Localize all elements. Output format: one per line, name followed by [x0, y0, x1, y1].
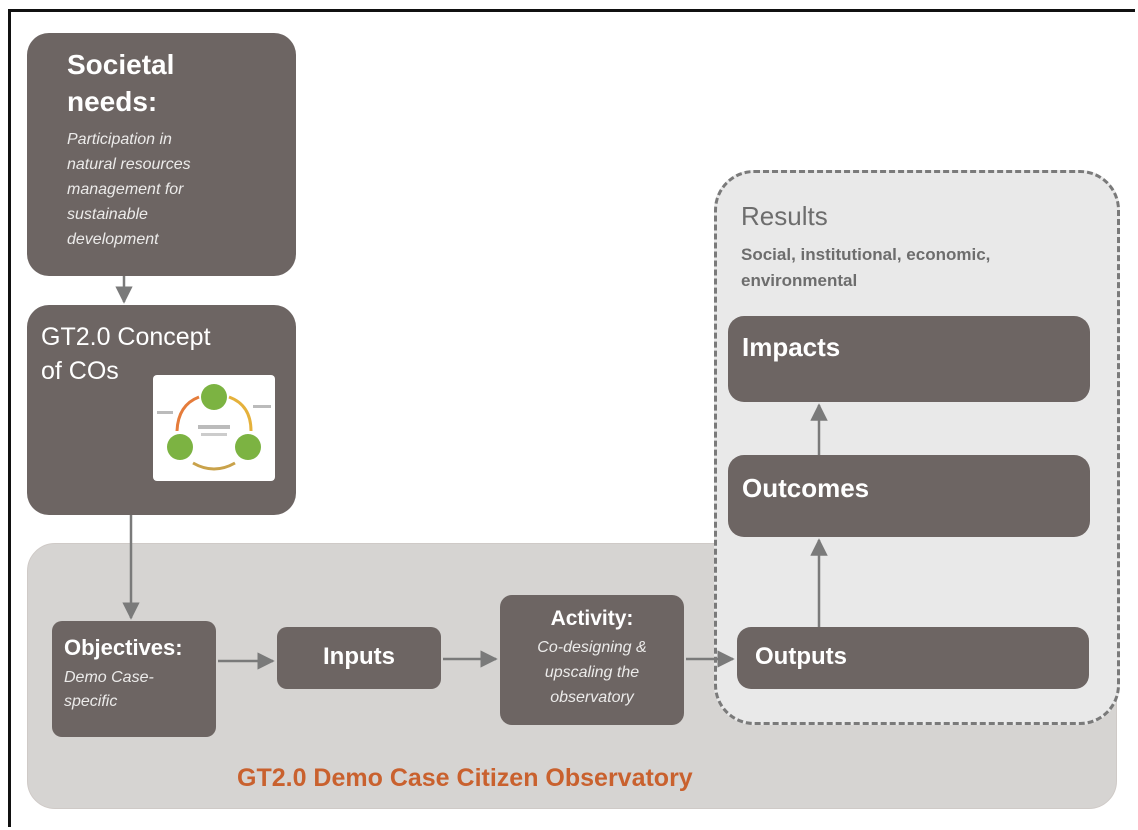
objectives-box: Objectives: Demo Case- specific — [52, 621, 216, 737]
outcomes-box: Outcomes — [728, 455, 1090, 537]
societal-needs-desc-line-4: sustainable — [67, 206, 148, 223]
societal-needs-desc-line-2: natural resources — [67, 156, 191, 173]
inputs-title: Inputs — [323, 643, 395, 670]
objectives-desc-line-2: specific — [64, 693, 118, 710]
concept-title-line-2: of COs — [41, 357, 119, 385]
results-title: Results — [741, 201, 828, 231]
impacts-title: Impacts — [742, 332, 841, 362]
activity-desc-line-3: observatory — [550, 689, 634, 706]
concept-diagram-thumbnail — [153, 375, 275, 481]
demo-case-label: GT2.0 Demo Case Citizen Observatory — [237, 764, 693, 792]
activity-title: Activity: — [550, 607, 634, 630]
activity-desc-line-2: upscaling the — [544, 664, 640, 681]
societal-needs-desc-line-3: management for — [67, 181, 184, 198]
thumbnail-circle-left — [167, 434, 193, 460]
thumbnail-circle-right — [235, 434, 261, 460]
societal-needs-title-line-2: needs: — [67, 86, 158, 117]
outputs-title: Outputs — [755, 643, 847, 670]
activity-box: Activity: Co-designing & upscaling the o… — [500, 595, 684, 725]
outcomes-title: Outcomes — [742, 473, 870, 503]
inputs-box: Inputs — [277, 627, 441, 689]
objectives-title: Objectives: — [64, 635, 183, 660]
thumbnail-circle-top — [201, 384, 227, 410]
outputs-box: Outputs — [737, 627, 1089, 689]
impacts-box: Impacts — [728, 316, 1090, 402]
figure-frame — [8, 9, 1135, 827]
activity-desc-line-1: Co-designing & — [537, 639, 647, 656]
societal-needs-box: Societal needs: Participation in natural… — [27, 33, 296, 276]
objectives-desc-line-1: Demo Case- — [64, 669, 154, 686]
results-desc-line-1: Social, institutional, economic, — [741, 245, 991, 264]
societal-needs-title-line-1: Societal — [67, 49, 175, 80]
concept-box: GT2.0 Concept of COs — [27, 305, 296, 515]
societal-needs-desc-line-1: Participation in — [67, 131, 172, 148]
concept-title-line-1: GT2.0 Concept — [41, 323, 211, 351]
results-desc-line-2: environmental — [741, 271, 858, 290]
societal-needs-desc-line-5: development — [67, 231, 159, 248]
